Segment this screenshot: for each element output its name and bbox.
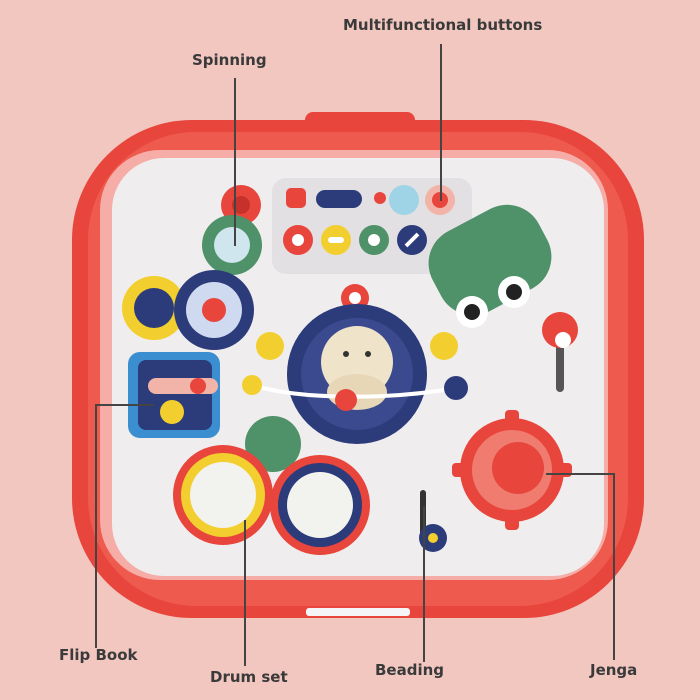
leader-jenga — [546, 473, 615, 660]
label-drum-set: Drum set — [210, 668, 288, 686]
leader-flip-book — [95, 404, 154, 648]
leader-lines — [95, 44, 615, 666]
lever-toy — [542, 312, 578, 392]
center-spinner — [256, 284, 458, 444]
label-beading: Beading — [375, 661, 445, 679]
base-strip — [306, 608, 410, 616]
spinning-gears — [122, 185, 262, 350]
bead-wire — [242, 375, 468, 411]
flip-book-toy — [128, 352, 220, 438]
label-spinning: Spinning — [192, 51, 267, 69]
label-flip-book: Flip Book — [59, 646, 138, 664]
drum-set-toy — [173, 416, 370, 555]
jenga-toy — [452, 410, 572, 530]
control-strip — [272, 178, 472, 274]
label-jenga: Jenga — [590, 661, 638, 679]
label-multifunctional-buttons: Multifunctional buttons — [343, 16, 543, 34]
crocodile-toy — [428, 204, 552, 328]
